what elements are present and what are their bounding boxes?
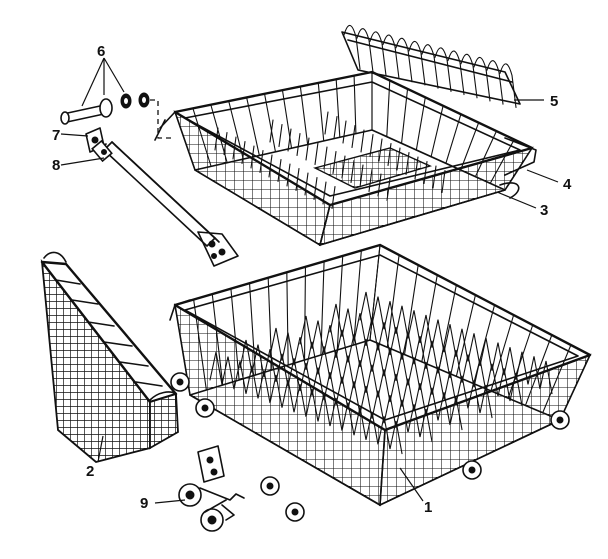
upper-tine (313, 176, 318, 201)
upper-tine (296, 132, 301, 157)
shelf-tine (447, 50, 465, 96)
lower-back-wire (303, 266, 307, 361)
shelf-tine (356, 28, 374, 73)
upper-tine (214, 127, 219, 151)
upper-back-wire (263, 93, 277, 153)
rack-wheel-hub (291, 508, 299, 516)
upper-tine (314, 141, 319, 166)
upper-tine (351, 124, 356, 149)
lower-back-wire (286, 271, 289, 366)
callout-2: 2 (86, 463, 94, 480)
upper-tine (286, 163, 291, 187)
callout-4: 4 (563, 176, 572, 193)
lower-tine-row (299, 315, 493, 419)
lower-tine-row (239, 339, 433, 443)
callout-3: 3 (540, 202, 548, 219)
lower-back-wire (386, 254, 400, 348)
callout-5: 5 (550, 93, 558, 110)
upper-back-wire (415, 96, 426, 151)
upper-tine (304, 172, 309, 196)
callout-9: 9 (140, 495, 148, 512)
shelf-tine (395, 37, 413, 83)
cup-shelf-part (341, 24, 521, 108)
upper-tine (241, 140, 246, 165)
upper-tine (333, 115, 338, 140)
upper-tine (287, 128, 292, 152)
callout-1: 1 (424, 499, 432, 516)
shelf-tine (421, 44, 439, 89)
lower-tine-row (329, 303, 523, 407)
upper-back-wire (174, 111, 196, 171)
upper-back-wire (474, 130, 497, 178)
upper-tine (278, 123, 283, 148)
upper-back-wire (489, 139, 515, 184)
lower-back-wire (353, 249, 362, 346)
lower-back-wire (490, 314, 515, 392)
wheel-assembly-part (178, 445, 245, 532)
upper-tine (277, 158, 282, 183)
upper-back-wire (228, 100, 244, 160)
rack-wheel-hub (201, 404, 209, 412)
callout-6: 6 (97, 43, 105, 60)
shelf-tine (473, 56, 491, 102)
shelf-tine (499, 63, 517, 108)
shelf-tine (486, 60, 504, 105)
rack-wheel-hub (556, 416, 564, 424)
upper-tine (322, 181, 327, 205)
callout-8: 8 (52, 157, 60, 174)
upper-tine (331, 185, 336, 210)
upper-back-wire (401, 88, 409, 144)
rack-wheel-hub (468, 466, 476, 474)
upper-tine (259, 149, 264, 174)
pin-and-washers-part (60, 92, 150, 125)
upper-tine (386, 177, 391, 202)
shelf-tine (434, 47, 452, 92)
upper-back-wire (246, 96, 260, 157)
shelf-tine (408, 40, 426, 86)
upper-back-wire (386, 79, 391, 138)
upper-tine (268, 154, 273, 178)
lower-tine-row (359, 291, 553, 395)
upper-back-wire (430, 105, 444, 158)
upper-back-wire (460, 122, 480, 171)
shelf-tine (460, 53, 478, 99)
upper-tine (441, 169, 446, 194)
rail-bar-part (91, 139, 239, 267)
lower-rack-part (169, 243, 592, 522)
upper-back-wire (192, 107, 212, 167)
rack-wheel-hub (266, 482, 274, 490)
shelf-tine (369, 31, 387, 76)
lower-back-wire (455, 294, 477, 377)
shelf-tine (343, 24, 361, 70)
upper-tine (305, 137, 310, 161)
upper-tine (432, 165, 437, 189)
callout-7: 7 (52, 127, 60, 144)
rack-wheel-hub (176, 378, 184, 386)
upper-tine (250, 145, 255, 169)
upper-rack-part (154, 70, 537, 247)
upper-tine (342, 120, 347, 144)
upper-back-wire (353, 75, 357, 135)
assembly-dashed-line (150, 99, 175, 139)
upper-tine (324, 111, 329, 135)
lower-tine-row (269, 327, 463, 431)
lower-back-wire (421, 274, 438, 363)
silverware-basket-part (40, 251, 179, 463)
upper-tine (269, 119, 274, 143)
lower-back-wire (369, 244, 381, 341)
upper-tine (295, 167, 300, 192)
lower-tine-row (209, 351, 403, 455)
upper-back-wire (317, 82, 325, 142)
lower-back-wire (336, 255, 344, 351)
upper-back-wire (445, 113, 462, 164)
shelf-tine (382, 34, 400, 80)
upper-back-wire (335, 78, 341, 138)
upper-tine (223, 131, 228, 156)
upper-tine (360, 129, 365, 153)
callout-leaders (60, 57, 559, 504)
upper-back-wire (299, 85, 309, 146)
upper-tine (232, 136, 237, 160)
lower-back-wire (403, 264, 419, 356)
